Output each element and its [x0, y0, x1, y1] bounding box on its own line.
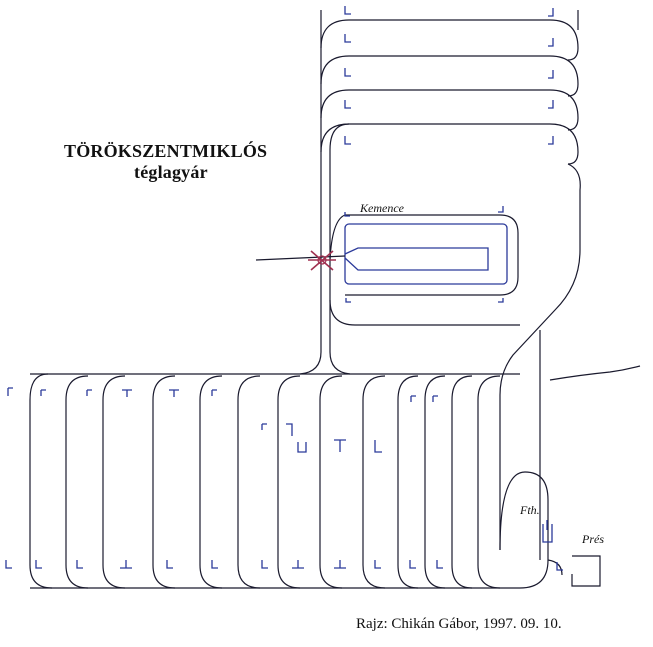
kiln-inner-track	[344, 247, 489, 271]
bottom-shed-loop-2	[65, 375, 89, 589]
press-marker	[556, 562, 563, 571]
engine-house-return	[547, 559, 563, 576]
turntable-cross	[308, 250, 336, 271]
diagram-title-line-2: téglagyár	[134, 162, 208, 182]
top-shed-marker	[344, 136, 351, 145]
bottom-shed-marker	[297, 442, 307, 453]
bottom-shed-marker	[120, 560, 132, 569]
bottom-shed-marker	[292, 560, 304, 569]
kiln-label: Kemence	[360, 201, 404, 215]
diagram-title-line-1: TÖRÖKSZENTMIKLÓS	[64, 141, 268, 161]
bottom-shed-marker	[169, 389, 179, 397]
bottom-shed-loop-5	[199, 375, 223, 589]
top-shed-loop-4	[320, 123, 579, 165]
kiln-outline	[344, 223, 508, 285]
bottom-shed-loop-3	[102, 375, 126, 589]
engine-house-marker	[542, 524, 553, 543]
top-shed-loop-3	[320, 89, 579, 131]
top-shed-loop-1	[320, 19, 579, 61]
top-shed-marker	[548, 38, 554, 47]
bottom-shed-marker	[436, 560, 443, 569]
top-shed-marker	[548, 136, 554, 145]
bottom-shed-marker	[211, 560, 218, 569]
bottom-shed-loop-12	[451, 375, 473, 589]
press-label: Prés	[582, 532, 604, 546]
turntable-center	[317, 255, 327, 265]
bottom-shed-marker	[166, 560, 173, 569]
kiln-connector-line	[329, 214, 346, 261]
bottom-shed-loop-10	[397, 375, 419, 589]
bottom-shed-loop-9	[362, 375, 386, 589]
bottom-shed-loop-6	[237, 375, 261, 589]
kiln-outer-loop	[345, 214, 519, 296]
bottom-shed-loop-11	[424, 375, 446, 589]
bottom-shed-marker	[35, 560, 42, 569]
top-shed-loop-2	[320, 55, 579, 97]
main-right-loop	[499, 163, 581, 550]
junction-curve-left	[299, 351, 322, 375]
external-entry-line	[255, 255, 346, 261]
engine-house-loop	[499, 471, 549, 589]
bottom-shed-marker	[374, 440, 382, 453]
bottom-shed-loop-4	[152, 375, 176, 589]
bottom-shed-marker	[7, 387, 13, 396]
bottom-shed-loop-1	[29, 373, 53, 589]
bottom-shed-marker	[211, 389, 217, 396]
kiln-corner-marker-1	[344, 212, 350, 217]
top-shed-marker	[344, 6, 351, 15]
outside-spur-line	[549, 365, 641, 381]
bottom-shed-marker	[432, 395, 438, 402]
bottom-shed-loop-8	[319, 375, 343, 589]
bottom-shed-marker	[286, 423, 293, 436]
kiln-corner-marker-3	[345, 298, 351, 303]
bottom-shed-marker	[409, 560, 416, 569]
bottom-shed-loop-7	[277, 375, 301, 589]
bottom-shed-marker	[122, 389, 132, 397]
bottom-shed-marker	[374, 560, 381, 569]
kiln-corner-marker-2	[498, 206, 504, 213]
bottom-shed-marker	[86, 389, 92, 396]
top-shed-marker	[344, 100, 351, 109]
bottom-shed-marker	[410, 395, 416, 402]
bottom-shed-loop-13	[477, 375, 501, 589]
bottom-shed-marker	[76, 560, 83, 569]
bottom-shed-marker	[40, 389, 46, 396]
bottom-shed-marker	[261, 560, 268, 569]
bottom-shed-marker	[5, 560, 12, 569]
bottom-shed-marker	[334, 439, 346, 452]
kiln-corner-marker-4	[498, 298, 504, 303]
drawing-credit: Rajz: Chikán Gábor, 1997. 09. 10.	[356, 616, 562, 632]
bottom-shed-marker	[334, 560, 346, 569]
top-shed-marker	[548, 100, 554, 109]
junction-curve-right	[329, 351, 351, 375]
top-shed-marker	[344, 68, 351, 77]
bottom-shed-marker	[261, 423, 267, 430]
engine-house-label: Fth.	[520, 503, 540, 517]
top-shed-marker	[548, 8, 554, 17]
press-building-outline	[571, 555, 601, 587]
top-shed-marker	[548, 70, 554, 79]
top-shed-marker	[344, 34, 351, 43]
